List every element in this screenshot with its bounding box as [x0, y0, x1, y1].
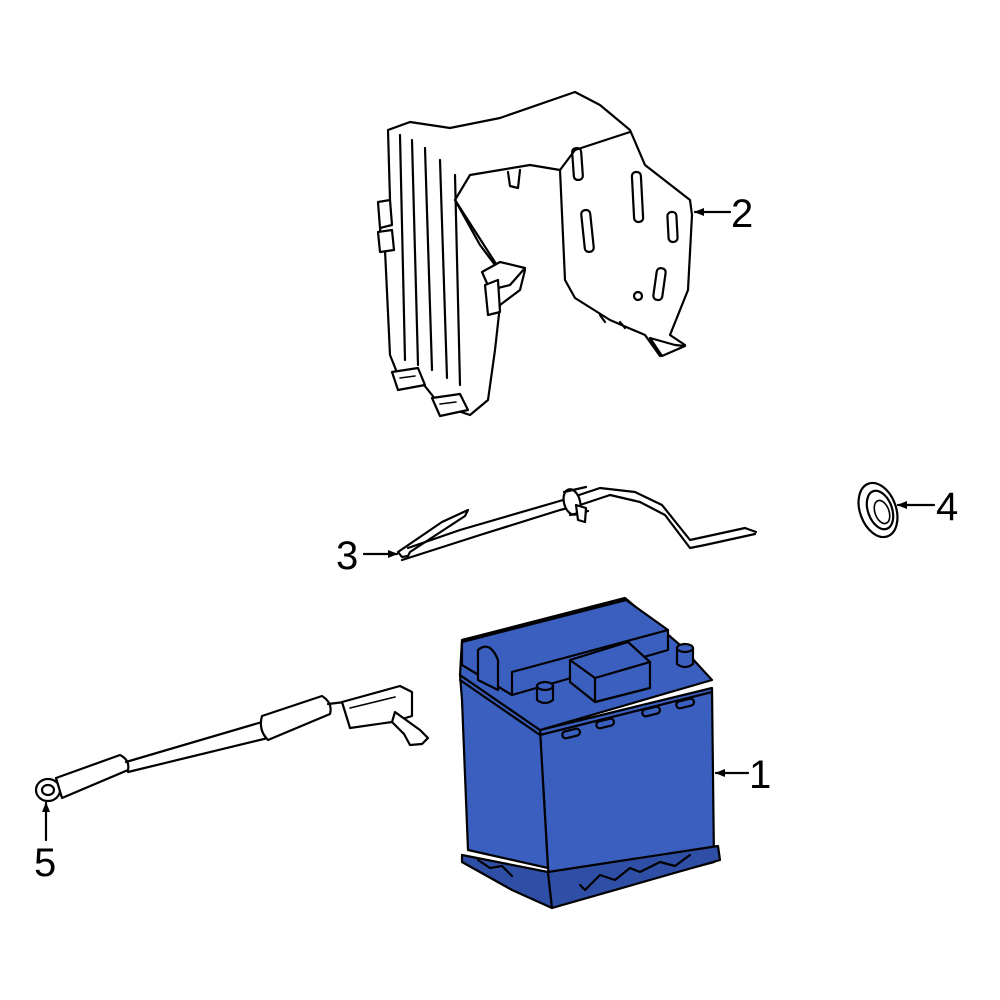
hold-down-rod-part	[396, 485, 758, 562]
callout-2: 2	[693, 192, 753, 236]
bracket-part	[376, 90, 694, 418]
callout-3: 3	[336, 534, 399, 578]
callout-5: 5	[34, 801, 56, 885]
callout-2-label: 2	[731, 192, 753, 236]
callout-4-label: 4	[936, 485, 958, 529]
callout-1-label: 1	[749, 753, 771, 797]
callout-5-label: 5	[34, 841, 56, 885]
sensor-cable-part	[34, 684, 430, 803]
callout-3-label: 3	[336, 534, 358, 578]
battery-part	[458, 596, 722, 910]
callout-1: 1	[714, 753, 771, 797]
callout-4: 4	[896, 485, 958, 529]
grommet-part	[857, 481, 899, 539]
